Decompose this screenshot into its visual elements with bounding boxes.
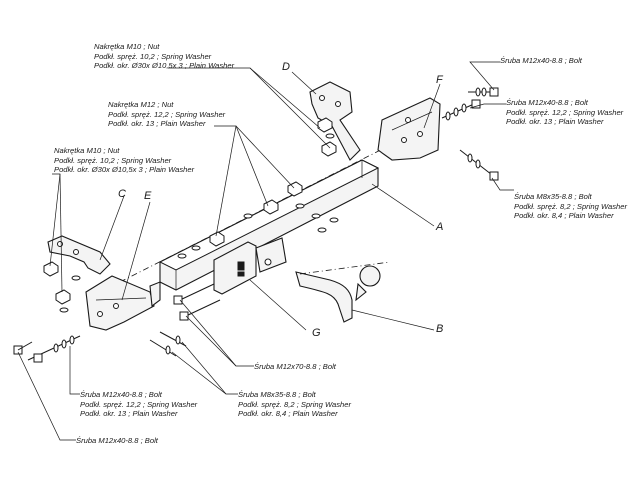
socket-plate-g (213, 237, 287, 295)
tow-ball-b (295, 261, 391, 323)
label-f: F (436, 74, 443, 86)
callout-line: Podkł. spręż. 10,2 ; Spring Washer (94, 51, 212, 61)
callout-line: Podkł. okr. Ø30x Ø10,5x 3 ; Plain Washer (94, 61, 235, 71)
callout-line: Podkł. okr. 13 ; Plain Washer (506, 117, 604, 127)
callout-line: Śruba M12x70-8.8 ; Bolt (254, 362, 336, 371)
callout-mid-nut: Nakrętka M12 ; Nut Podkł. spręż. 12,2 ; … (108, 100, 225, 129)
leader-lines (17, 61, 514, 441)
callout-bottom-left-bolt-set: Śruba M12x40-8.8 ; Bolt Podkł. spręż. 12… (80, 390, 197, 419)
bracket-f (377, 97, 441, 161)
callout-right-bolt-set: Śruba M12x40-8.8 ; Bolt Podkł. spręż. 12… (506, 98, 623, 127)
label-d: D (282, 61, 290, 73)
callout-line: Śruba M8x35-8.8 ; Bolt (514, 192, 592, 201)
callout-line: Podkł. okr. 13 ; Plain Washer (108, 119, 206, 129)
callout-line: Podkł. spręż. 8,2 ; Spring Washer (514, 201, 627, 211)
callout-line: Śruba M12x40-8.8 ; Bolt (500, 56, 582, 65)
label-b: B (436, 323, 444, 335)
callout-line: Podkł. spręż. 8,2 ; Spring Washer (238, 399, 351, 409)
callout-right-bolt: Śruba M12x40-8.8 ; Bolt (500, 56, 582, 66)
callout-line: Nakrętka M10 ; Nut (94, 42, 160, 51)
callout-left-nut: Nakrętka M10 ; Nut Podkł. spręż. 10,2 ; … (54, 146, 194, 175)
callout-bottom-bolt: Śruba M12x40-8.8 ; Bolt (76, 436, 158, 446)
callout-line: Nakrętka M12 ; Nut (108, 100, 174, 109)
callout-line: Podkł. spręż. 10,2 ; Spring Washer (54, 155, 172, 165)
callout-line: Podkł. okr. 8,4 ; Plain Washer (514, 211, 614, 221)
callout-line: Podkł. okr. Ø30x Ø10,5x 3 ; Plain Washer (54, 165, 195, 175)
callout-line: Śruba M12x40-8.8 ; Bolt (506, 98, 588, 107)
callout-top-nut: Nakrętka M10 ; Nut Podkł. spręż. 10,2 ; … (94, 42, 234, 71)
callout-line: Podkł. spręż. 12,2 ; Spring Washer (506, 107, 624, 117)
callout-line: Śruba M8x35-8.8 ; Bolt (238, 390, 316, 399)
callout-center-bolt: Śruba M12x70-8.8 ; Bolt (254, 362, 336, 372)
callout-line: Śruba M12x40-8.8 ; Bolt (76, 436, 158, 445)
callout-line: Podkł. spręż. 12,2 ; Spring Washer (108, 109, 226, 119)
fasteners (13, 87, 499, 363)
callout-right-m8: Śruba M8x35-8.8 ; Bolt Podkł. spręż. 8,2… (514, 192, 627, 221)
bracket-e (85, 275, 161, 331)
label-a: A (436, 221, 444, 233)
callout-line: Podkł. okr. 13 ; Plain Washer (80, 409, 178, 419)
callout-line: Podkł. okr. 8,4 ; Plain Washer (238, 409, 338, 419)
callout-line: Nakrętka M10 ; Nut (54, 146, 120, 155)
callout-bottom-m8: Śruba M8x35-8.8 ; Bolt Podkł. spręż. 8,2… (238, 390, 351, 419)
label-g: G (312, 327, 321, 339)
callout-line: Śruba M12x40-8.8 ; Bolt (80, 390, 162, 399)
label-c: C (118, 188, 126, 200)
callout-line: Podkł. spręż. 12,2 ; Spring Washer (80, 399, 198, 409)
label-e: E (144, 190, 152, 202)
bracket-d (309, 81, 361, 161)
